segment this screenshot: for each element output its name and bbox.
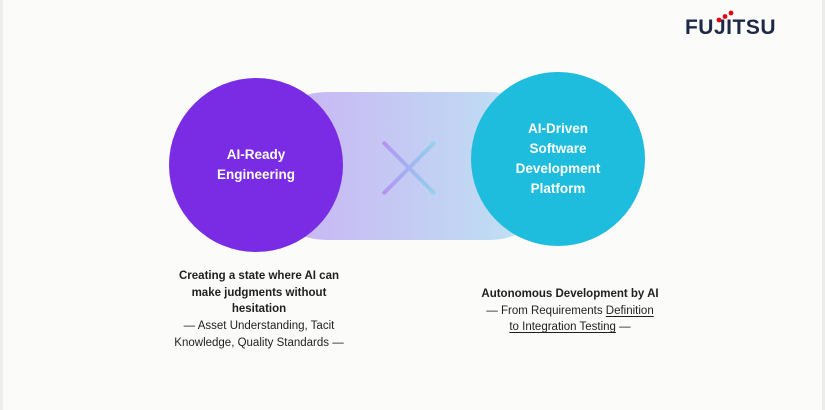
circle-right-label: AI-Driven Software Development Platform	[515, 120, 601, 197]
caption-right-detail-suffix: —	[615, 321, 631, 334]
caption-right-detail: — From Requirements Definition to Integr…	[451, 303, 689, 336]
caption-right-detail-underlined: Definition to Integration Testing	[509, 304, 654, 334]
fujitsu-logo-mark	[716, 10, 734, 23]
fujitsu-mark-dot	[722, 14, 728, 19]
caption-left: Creating a state where AI can make judgm…	[149, 268, 369, 351]
circle-ai-driven-platform: AI-Driven Software Development Platform	[471, 72, 645, 246]
caption-left-heading: Creating a state where AI can make judgm…	[179, 270, 339, 316]
caption-right: Autonomous Development by AI — From Requ…	[451, 286, 689, 336]
fujitsu-mark-dot	[716, 17, 722, 23]
caption-right-detail-prefix: — From Requirements	[486, 304, 606, 317]
circle-ai-ready-engineering: AI-Ready Engineering	[169, 78, 343, 252]
fujitsu-mark-dot	[728, 10, 734, 16]
multiply-icon	[377, 136, 441, 200]
fujitsu-logo-text: FUJITSU	[684, 16, 776, 39]
caption-right-heading: Autonomous Development by AI	[481, 288, 659, 300]
fujitsu-logo: FUJITSU	[684, 10, 776, 40]
circle-left-label: AI-Ready Engineering	[216, 146, 295, 182]
caption-left-detail: — Asset Understanding, Tacit Knowledge, …	[174, 320, 344, 349]
